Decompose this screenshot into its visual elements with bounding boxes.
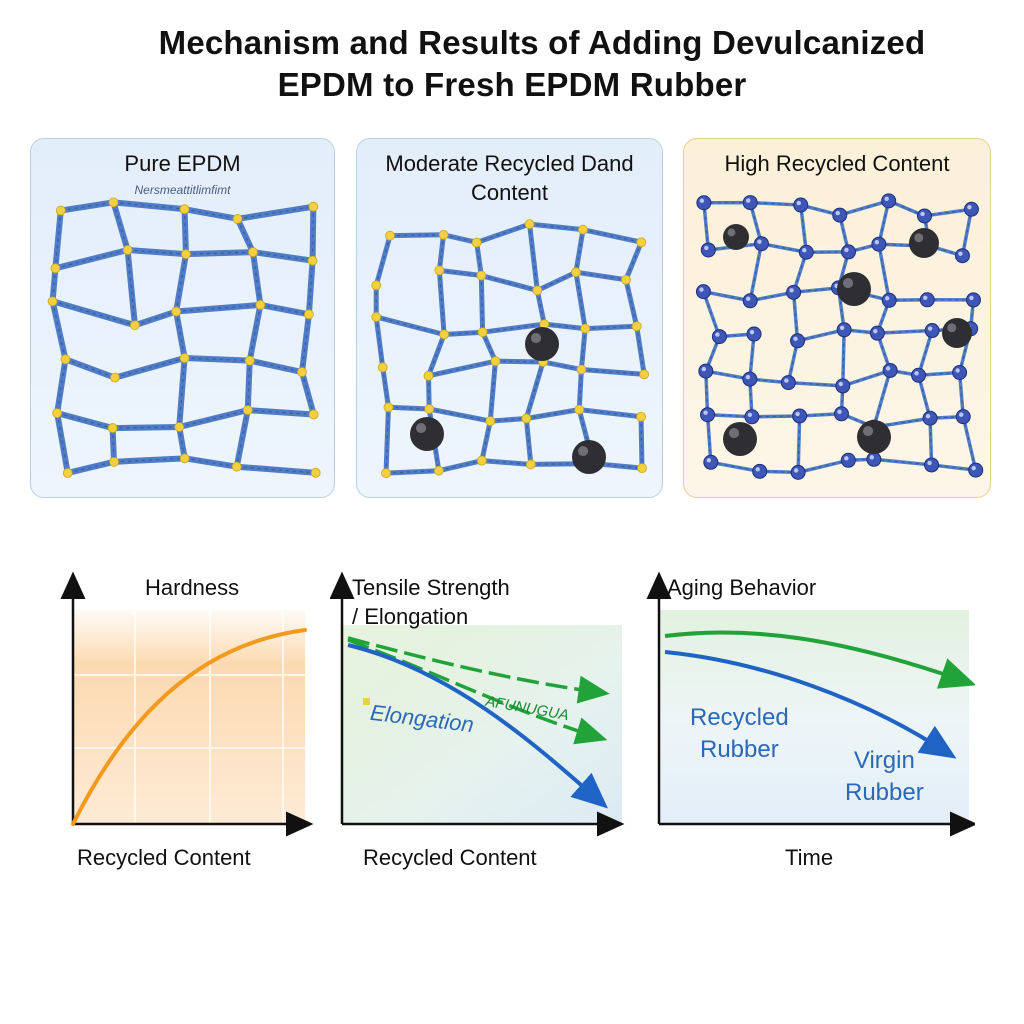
tensile-marker: [363, 698, 370, 705]
panel-title-moderate-line-1: Moderate Recycled Dand: [385, 151, 634, 176]
carbon-particles: [723, 224, 972, 456]
hardness-title: Hardness: [145, 575, 240, 600]
aging-recycled-label-line-2: Rubber: [700, 736, 779, 763]
aging-title: Aging Behavior: [667, 575, 817, 600]
elongation-line: [347, 643, 609, 809]
aging-recycled-line: [664, 650, 957, 759]
tensile-strength-line-2: [347, 638, 608, 745]
chart-tensile: Tensile Strength / Elongation Elongation…: [330, 570, 630, 870]
panel-title-high: High Recycled Content: [724, 151, 950, 176]
aging-virgin-line: [664, 630, 975, 689]
tensile-strength-line-1: [347, 636, 610, 704]
panel-subtitle-garbled: Nersmeattitlimfimt: [134, 183, 231, 197]
panel-title-pure-epdm: Pure EPDM: [124, 151, 241, 176]
tensile-title: Tensile Strength / Elongation: [352, 573, 510, 631]
network-high-recycled: [695, 193, 984, 480]
aging-recycled-label-line-1: Recycled: [690, 704, 789, 731]
page-title: Mechanism and Results of Adding Devulcan…: [0, 22, 1024, 106]
chart-aging: Aging Behavior Recycled Rubber Virgin Ru…: [645, 570, 975, 870]
hardness-bg: [73, 610, 305, 824]
crosslinks: [371, 219, 650, 479]
hardness-plot: [60, 571, 314, 837]
carbon-particles: [410, 327, 606, 474]
aging-plot: [646, 571, 975, 837]
panel-title-moderate: Moderate Recycled Dand Content: [357, 149, 662, 207]
network-moderate-recycled: [371, 219, 650, 479]
crosslinks: [47, 197, 321, 478]
tensile-plot: [330, 571, 625, 837]
aging-bg: [659, 610, 969, 825]
title-line-2: EPDM to Fresh EPDM Rubber: [277, 66, 747, 103]
chart-hardness: Hardness Recycled Content: [55, 570, 315, 870]
panel-high-recycled: High Recycled Content: [683, 138, 991, 498]
tensile-title-line-2: / Elongation: [352, 604, 469, 629]
panel-moderate-recycled: Moderate Recycled Dand Content: [356, 138, 663, 498]
panel-title-moderate-line-2: Content: [470, 180, 549, 205]
polymer-chains: [49, 199, 319, 476]
hardness-x-label: Recycled Content: [77, 845, 251, 870]
aging-virgin-label-line-2: Rubber: [845, 779, 924, 806]
aging-virgin-label-line-1: Virgin: [853, 747, 915, 774]
aging-recycled-label: Recycled Rubber: [690, 702, 789, 766]
aging-virgin-label: Virgin Rubber: [845, 745, 924, 809]
network-pure-epdm: [47, 197, 321, 478]
title-line-1: Mechanism and Results of Adding Devulcan…: [158, 24, 926, 61]
hardness-curve: [71, 628, 307, 826]
panel-pure-epdm: Pure EPDM Nersmeattitlimfimt: [30, 138, 335, 498]
aging-x-label: Time: [785, 845, 834, 870]
tensile-title-line-1: Tensile Strength: [352, 575, 510, 600]
tensile-x-label: Recycled Content: [363, 845, 537, 870]
